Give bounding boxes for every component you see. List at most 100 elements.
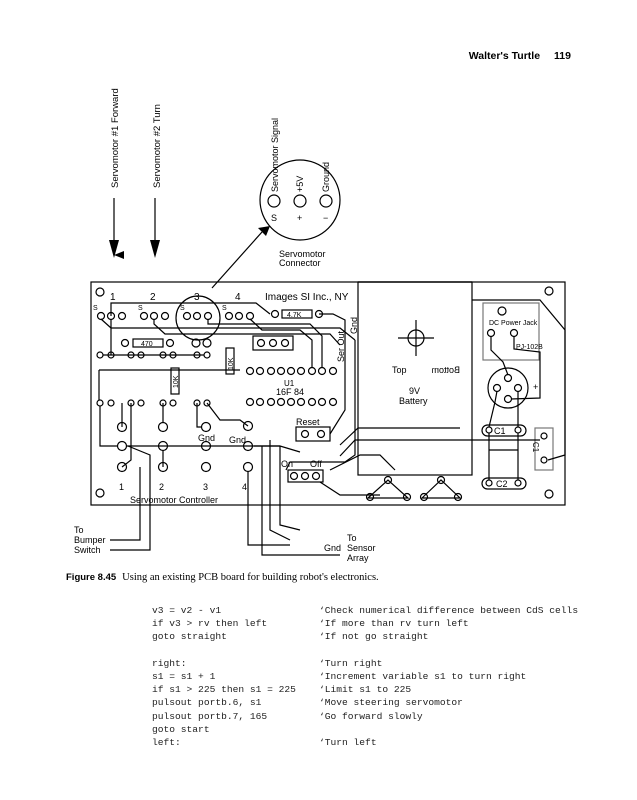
conn-plus-label: + — [297, 213, 302, 223]
pj-label: PJ-102B — [516, 344, 543, 351]
page-number: 119 — [554, 50, 571, 62]
pcb-traces — [98, 281, 566, 556]
battery-label: Battery — [399, 396, 428, 406]
battery-area — [357, 281, 473, 476]
code-comment: ‘Limit s1 to 225 — [319, 684, 412, 696]
conn-signal-label: Servomotor Signal — [270, 118, 280, 192]
ctrl-num-2: 2 — [159, 482, 164, 492]
code-comment: ‘Turn right — [319, 657, 383, 669]
r47k-label: 4.7K — [287, 312, 302, 319]
code-line: if v3 > rv then left ‘If more than rv tur… — [152, 617, 578, 630]
sensor-gnd-label: Gnd — [324, 543, 341, 553]
code-line — [152, 644, 578, 657]
code-comment: ‘Go forward slowly — [319, 710, 423, 722]
code-text: left: — [152, 736, 181, 748]
code-line: if s1 > 225 then s1 = 225 ‘Limit s1 to 22… — [152, 683, 578, 696]
code-comment: ‘Increment variable s1 to turn right — [319, 670, 527, 682]
ctrl-num-3: 3 — [203, 482, 208, 492]
code-text: s1 = s1 + 1 — [152, 670, 216, 682]
port-2-label: 2 — [150, 292, 156, 303]
code-text: goto straight — [152, 631, 227, 643]
bumper-label-1: To — [74, 525, 84, 535]
battery-bottom-label: Bottom — [431, 365, 460, 375]
r10k-b-label: 10K — [228, 357, 235, 370]
caption-text: Using an existing PCB board for building… — [122, 572, 379, 583]
servo-port-pads: S S S S — [93, 305, 255, 321]
reset-label: Reset — [296, 417, 320, 427]
gnd-vertical-label: Gnd — [349, 317, 359, 334]
servo1-label-group: Servomotor #1 Forward — [109, 88, 124, 259]
code-text: pulsout portb.7, 165 — [152, 710, 268, 722]
port-3-label: 3 — [194, 292, 200, 303]
arrow-head-icon — [258, 226, 270, 236]
bumper-label-3: Switch — [74, 545, 101, 555]
conn-title-2: Connector — [279, 258, 321, 268]
pin-signal — [267, 194, 281, 208]
code-text: goto start — [152, 723, 210, 735]
figure-label: Figure 8.45 — [66, 572, 117, 583]
power-switch — [287, 469, 324, 483]
conn-minus-label: − — [323, 213, 328, 223]
pic-chip: 16F 84 U1 — [245, 366, 338, 407]
conn-5v-label: +5V — [295, 176, 305, 192]
plus-label: + — [533, 382, 538, 392]
code-comment: ‘Check numerical difference between CdS … — [319, 605, 579, 616]
pin-5v — [293, 194, 307, 208]
ser-out-label: Ser Out — [336, 330, 346, 362]
code-line: v3 = v2 - v1 ‘Check numerical difference … — [152, 604, 578, 617]
svg-text:S: S — [138, 305, 143, 312]
on-label: On — [281, 459, 293, 469]
conn-ground-label: Ground — [321, 162, 331, 192]
chip-u-label: U1 — [284, 379, 295, 388]
gnd1-label: Gnd — [198, 433, 215, 443]
code-comment: ‘If more than rv turn left — [319, 618, 469, 630]
ctrl-num-4: 4 — [242, 482, 247, 492]
sensor-label-1: To — [347, 533, 357, 543]
code-line: pulsout portb.6, s1 ‘Move steering servom… — [152, 696, 578, 709]
pcb-diagram: Servomotor #1 Forward Servomotor #2 Turn… — [74, 88, 566, 563]
sensor-label-2: Sensor — [347, 543, 376, 553]
c1b-label: C1 — [531, 442, 540, 453]
capacitor-c1 — [481, 424, 527, 437]
servo1-label: Servomotor #1 Forward — [110, 88, 121, 188]
battery-top-label: Top — [392, 365, 407, 375]
c2-label: C2 — [496, 479, 508, 489]
code-line: right: ‘Turn right — [152, 657, 578, 670]
svg-text:S: S — [222, 305, 227, 312]
figure-caption: Figure 8.45 Using an existing PCB board f… — [66, 572, 379, 583]
code-comment: ‘Move steering servomotor — [319, 697, 463, 709]
conn-title-1: Servomotor — [279, 249, 326, 259]
ctrl-num-1: 1 — [119, 482, 124, 492]
regulator — [487, 367, 529, 409]
controller-label: Servomotor Controller — [130, 495, 218, 505]
sensor-triangles — [365, 475, 463, 502]
code-listing: v3 = v2 - v1 ‘Check numerical difference … — [152, 604, 578, 749]
code-comment: ‘If not go straight — [319, 631, 429, 643]
port-4-label: 4 — [235, 292, 241, 303]
arrow-head-icon — [150, 240, 160, 258]
r470-label: 470 — [141, 341, 153, 348]
dc-jack-area — [482, 302, 540, 361]
bumper-label-2: Bumper — [74, 535, 106, 545]
gnd2-label: Gnd — [229, 435, 246, 445]
code-line: goto start — [152, 723, 578, 736]
capacitor-c2 — [481, 477, 527, 490]
r10k-a-label: 10K — [173, 375, 180, 388]
code-text: v3 = v2 - v1 — [152, 605, 222, 616]
servo2-label-group: Servomotor #2 Turn — [150, 104, 163, 258]
sensor-label-3: Array — [347, 553, 369, 563]
port-1-label: 1 — [110, 292, 116, 303]
company-label: Images SI Inc., NY — [265, 292, 349, 303]
svg-text:S: S — [93, 305, 98, 312]
code-text: if v3 > rv then left — [152, 618, 268, 630]
code-text: right: — [152, 657, 187, 669]
svg-text:S: S — [180, 305, 185, 312]
code-text: if s1 > 225 then s1 = 225 — [152, 684, 296, 696]
conn-s-label: S — [271, 213, 277, 223]
servo-connector: Servomotor Signal +5V Ground S + − Servo… — [211, 118, 341, 289]
code-text: pulsout portb.6, s1 — [152, 697, 262, 709]
code-text — [152, 644, 319, 657]
chip-label: 16F 84 — [276, 387, 304, 397]
code-comment: ‘Turn left — [319, 736, 377, 748]
